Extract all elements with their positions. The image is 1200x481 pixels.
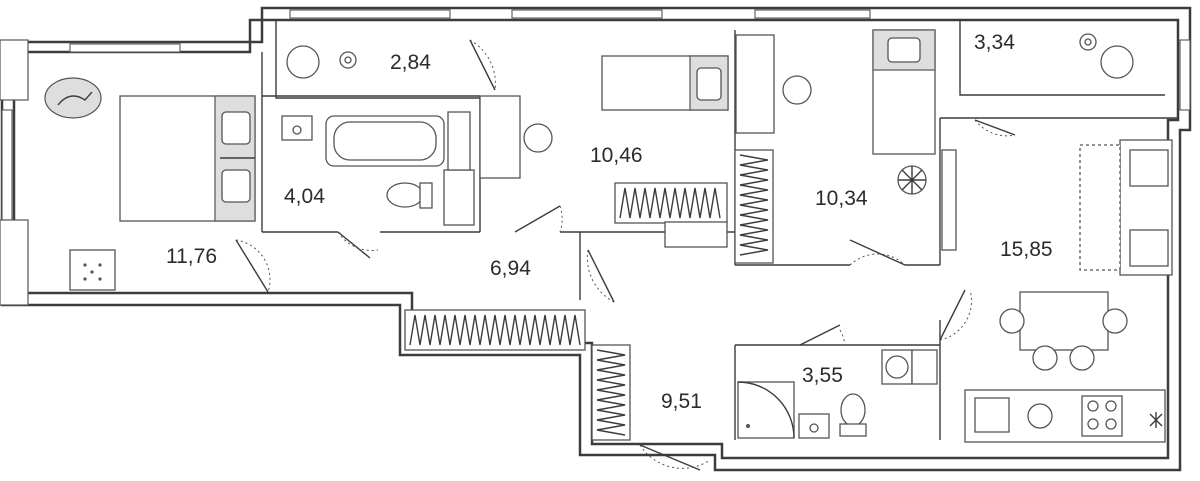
area-label-bedroom-left: 11,76	[166, 245, 217, 268]
area-label-corridor: 9,51	[661, 390, 702, 413]
nightstand-icon	[69, 249, 116, 291]
area-label-bedroom-right: 10,34	[815, 187, 868, 210]
area-label-wc: 3,55	[802, 364, 843, 387]
sink-icon	[281, 115, 830, 439]
chair-icon	[286, 33, 1134, 79]
bathtub-icon	[325, 115, 445, 167]
area-label-balcony-right: 3,34	[974, 31, 1015, 54]
sofa-icon	[1079, 139, 1173, 276]
doors	[235, 39, 1016, 471]
bed-icon	[872, 29, 936, 155]
wardrobe-icon	[404, 149, 774, 441]
washing-machine-icon	[443, 111, 938, 385]
tv-icon	[941, 149, 957, 251]
area-label-bathroom: 4,04	[284, 185, 325, 208]
area-labels: 11,76 2,84 4,04 10,46 6,94 10,34 3,34 15…	[166, 31, 1053, 413]
area-label-kitchen-living: 15,85	[1000, 238, 1053, 261]
stove-icon	[964, 389, 1166, 443]
bed-icon	[601, 55, 729, 111]
bed-icon	[119, 95, 256, 222]
desk-icon	[479, 34, 812, 248]
plant-icon	[897, 165, 927, 195]
shower-icon	[737, 381, 795, 439]
windows	[1, 9, 1191, 221]
area-label-balcony-left: 2,84	[390, 51, 431, 74]
area-label-hallway: 6,94	[490, 257, 531, 280]
toilet-icon	[386, 182, 867, 437]
area-label-bedroom-middle: 10,46	[590, 144, 643, 167]
table-icon	[999, 291, 1128, 371]
rug-icon	[44, 77, 102, 119]
